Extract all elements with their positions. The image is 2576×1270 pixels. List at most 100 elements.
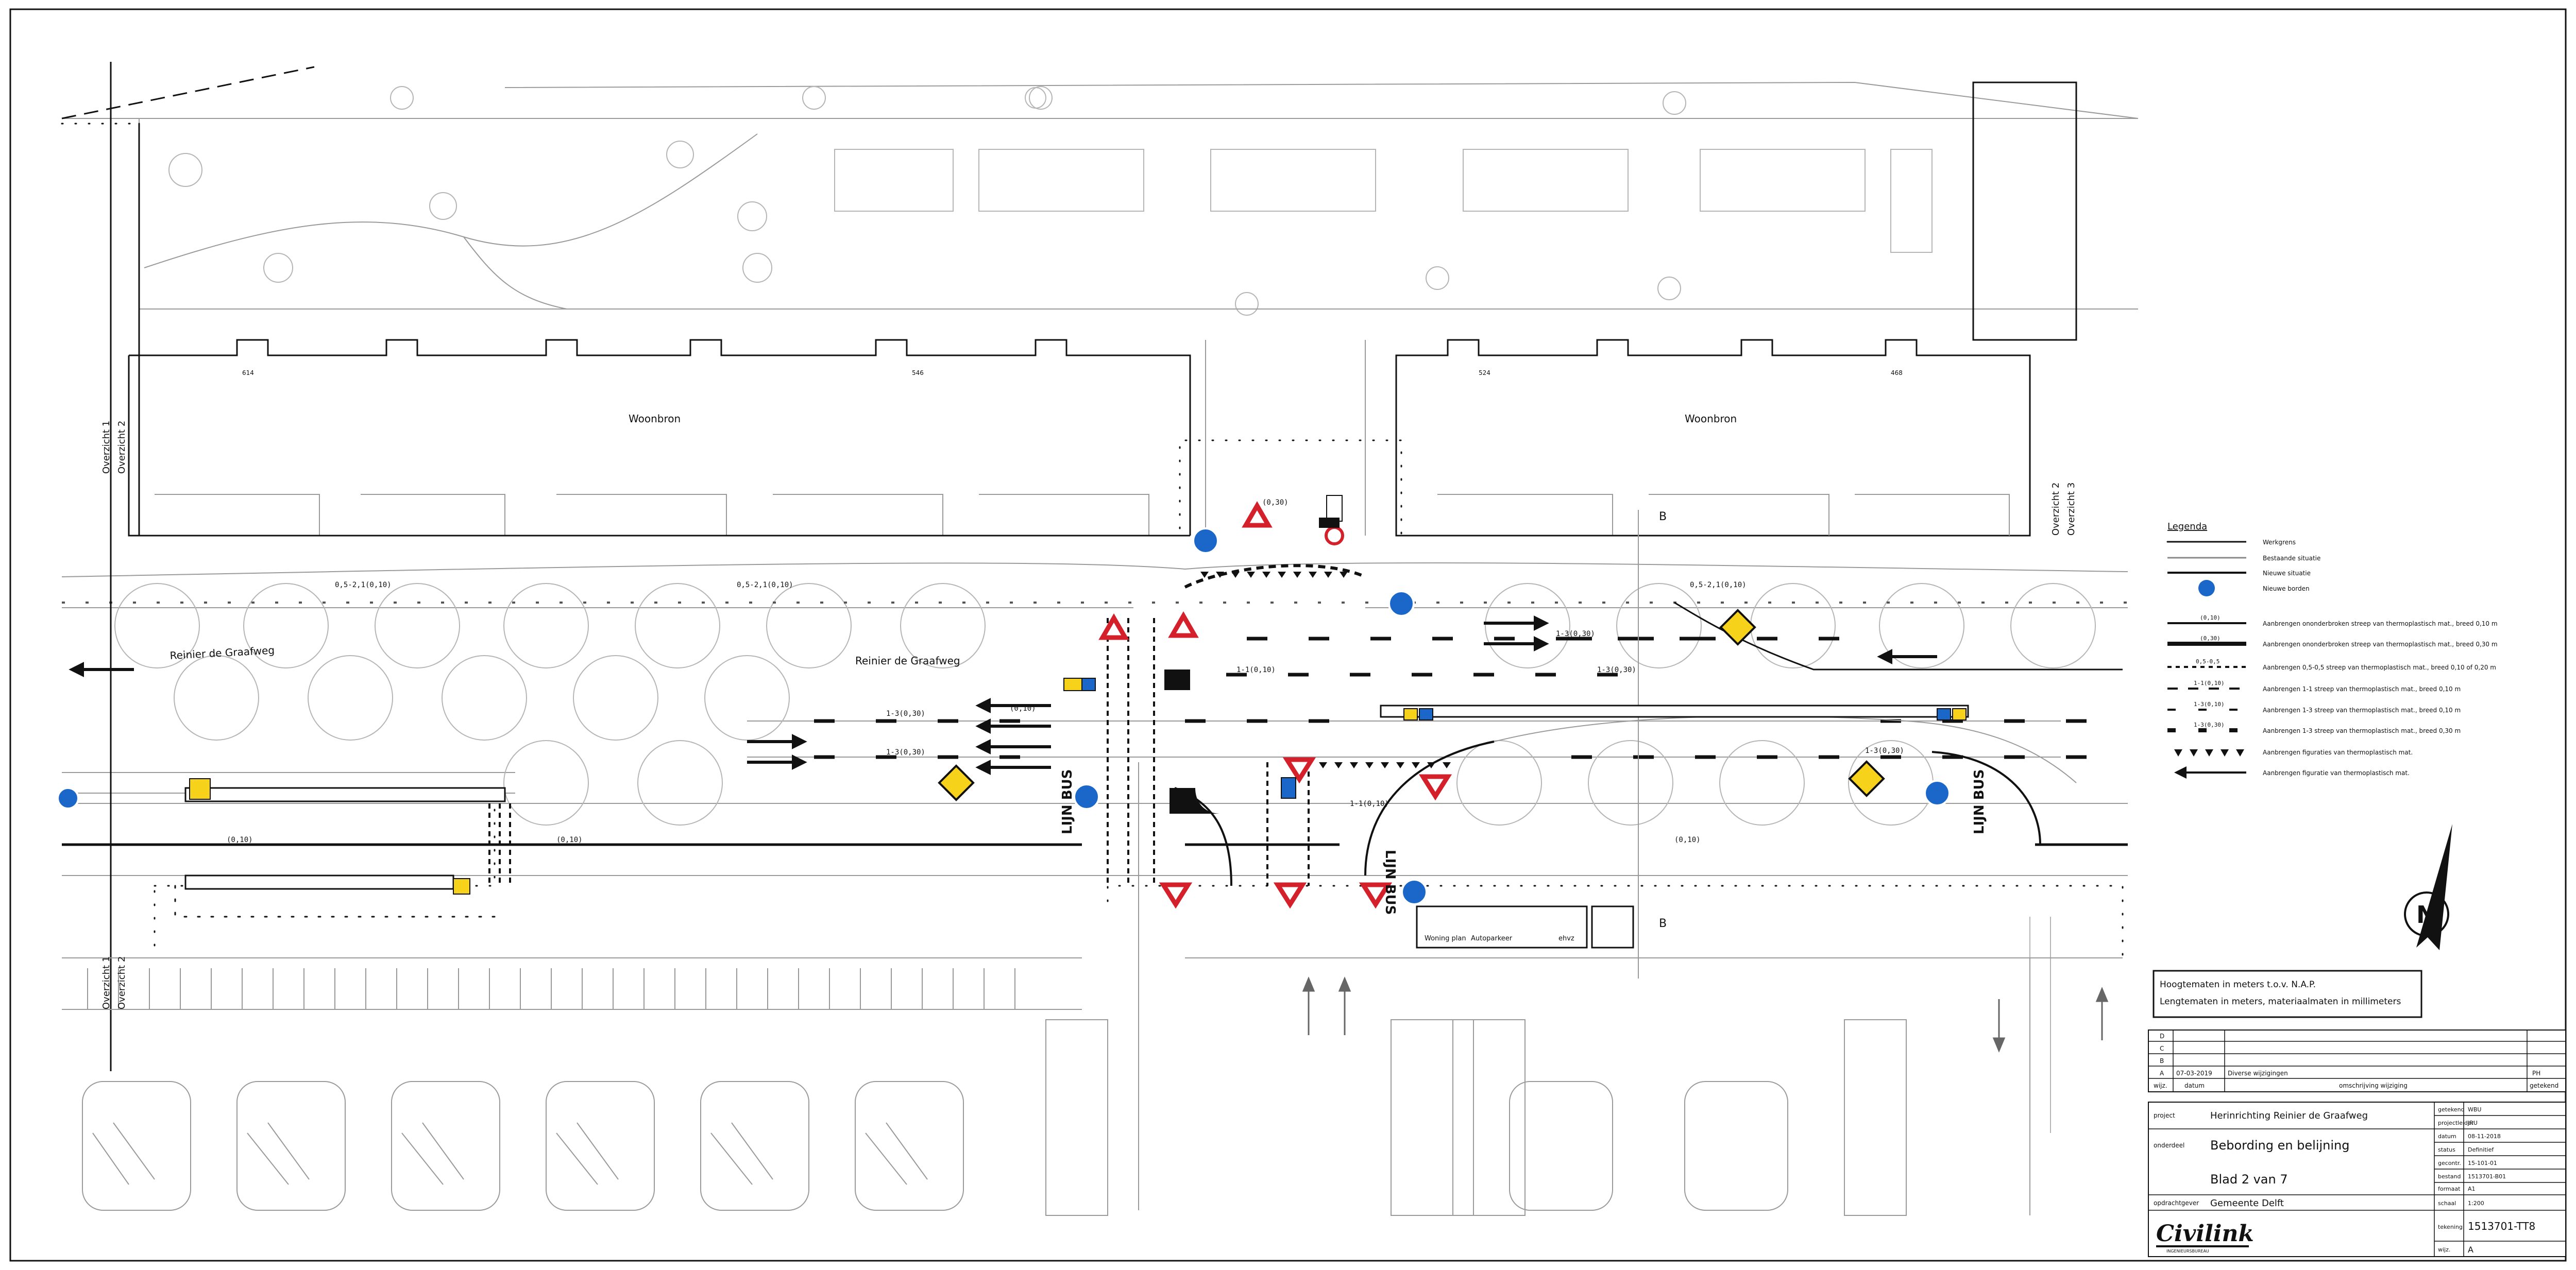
company-sub: INGENIEURSBUREAU [2166, 1249, 2209, 1254]
company-logo: Civilink [2156, 1221, 2254, 1247]
meta-label: status [2438, 1146, 2455, 1153]
meta-value: JRU [2467, 1120, 2478, 1126]
street-label-left: Reinier de Graafweg [170, 644, 275, 662]
overzicht-label: Overzicht 1 [101, 421, 112, 474]
meta-label: schaal [2438, 1200, 2456, 1207]
meta-label: bestand [2438, 1173, 2461, 1180]
rev-by: PH [2532, 1070, 2540, 1077]
wijz-label: wijz. [2438, 1246, 2450, 1253]
project-name: Herinrichting Reinier de Graafweg [2210, 1110, 2368, 1121]
overzicht-label: Overzicht 1 [101, 956, 112, 1009]
plan-labels: Woonbron Woonbron Reinier de Graafweg Re… [101, 369, 2077, 1009]
dimension-label: (0,10) [1674, 836, 1701, 844]
dimension-label: 1-1(0,10) [1350, 800, 1389, 808]
building-label: Woning plan [1425, 935, 1466, 942]
legend-code: 1-3(0,30) [2194, 722, 2225, 728]
section-mark: B [1659, 510, 1667, 523]
meta-value: A1 [2468, 1186, 2476, 1192]
rev-header-desc: omschrijving wijziging [2339, 1082, 2408, 1089]
legend-label: Aanbrengen 0,5-0,5 streep van thermoplas… [2263, 664, 2496, 671]
project-label: project [2154, 1112, 2175, 1119]
tekening-label: tekening [2438, 1224, 2463, 1230]
legend-label: Aanbrengen 1-3 streep van thermoplastisc… [2263, 727, 2461, 734]
area-label-right: Woonbron [1685, 413, 1737, 425]
onderdeel-label: onderdeel [2154, 1142, 2184, 1149]
legend-title: Legenda [2167, 521, 2207, 532]
dimension-label: 0,5-2,1(0,10) [737, 581, 793, 589]
note-line-1: Hoogtematen in meters t.o.v. N.A.P. [2160, 980, 2316, 990]
dimension-label: (0,10) [227, 836, 253, 844]
overzicht-label: Overzicht 2 [2050, 483, 2061, 536]
opdrachtgever-label: opdrachtgever [2154, 1199, 2199, 1207]
dimension-label: (0,10) [556, 836, 583, 844]
meta-label: datum [2438, 1133, 2456, 1140]
rev-header-date: datum [2184, 1082, 2205, 1089]
legend-code: (0,10) [2200, 614, 2221, 621]
dimension-label: (0,10) [1010, 705, 1036, 713]
meta-value: 15-101-01 [2468, 1160, 2497, 1166]
building-label: ehvz [1558, 935, 1574, 942]
legend-label: Werkgrens [2263, 539, 2296, 546]
legend-code: 1-1(0,10) [2194, 680, 2225, 687]
sheet-number: Blad 2 van 7 [2210, 1172, 2288, 1187]
overzicht-label: Overzicht 2 [116, 956, 127, 1009]
legend-label: Bestaande situatie [2263, 555, 2320, 562]
meta-label: gecontr. [2438, 1160, 2461, 1166]
dimension-label: (0,30) [1262, 499, 1289, 507]
legend-code: 0,5-0,5 [2196, 658, 2219, 665]
onderdeel-name: Bebording en belijning [2210, 1138, 2350, 1153]
notes-box: Hoogtematen in meters t.o.v. N.A.P. Leng… [2153, 970, 2422, 1018]
revision-letter: A [2468, 1245, 2473, 1255]
rev-date: 07-03-2019 [2176, 1070, 2212, 1077]
dimension-label: 1-3(0,30) [1865, 747, 1904, 755]
legend: Legenda (0,10) (0,30) 0,5-0,5 1-1(0,10) [2166, 521, 2498, 779]
house-number: 524 [1479, 369, 1490, 376]
dimension-label: 1-3(0,30) [1556, 630, 1595, 638]
meta-label: formaat [2438, 1186, 2461, 1192]
rev-letter: D [2160, 1033, 2164, 1040]
legend-label: Aanbrengen 1-3 streep van thermoplastisc… [2263, 707, 2461, 714]
house-number: 546 [912, 369, 924, 376]
house-number: 614 [242, 369, 254, 376]
dimension-label: 0,5-2,1(0,10) [1690, 581, 1747, 589]
note-line-2: Lengtematen in meters, materiaalmaten in… [2160, 997, 2401, 1007]
drawing-number: 1513701-TT8 [2468, 1220, 2535, 1232]
meta-value: 1:200 [2468, 1200, 2484, 1207]
bus-lane-mark: LIJN BUS [1382, 850, 1398, 915]
north-label: N [2416, 901, 2436, 929]
legend-label: Aanbrengen 1-1 streep van thermoplastisc… [2263, 685, 2461, 693]
dimension-label: 0,5-2,1(0,10) [335, 581, 392, 589]
bus-lane-mark: LIJN BUS [1972, 769, 1987, 834]
legend-label: Aanbrengen figuraties van thermoplastisc… [2263, 749, 2413, 756]
house-number: 468 [1891, 369, 1903, 376]
overzicht-label: Overzicht 3 [2066, 483, 2077, 536]
meta-value: 1513701-B01 [2468, 1173, 2506, 1180]
area-label-left: Woonbron [629, 413, 681, 425]
overzicht-label: Overzicht 2 [116, 421, 127, 474]
meta-value: WBU [2468, 1106, 2481, 1113]
dimension-label: 1-1(0,10) [1236, 666, 1276, 674]
north-arrow: N [2404, 824, 2452, 950]
revisions-table: D C B A 07-03-2019 Diverse wijzigingen P… [2148, 1029, 2566, 1092]
title-block: project Herinrichting Reinier de Graafwe… [2148, 1102, 2566, 1257]
dimension-label: 1-3(0,30) [886, 748, 925, 757]
dimension-label: 1-3(0,30) [886, 710, 925, 718]
meta-value: Definitief [2468, 1146, 2494, 1153]
section-mark: B [1659, 917, 1667, 930]
street-label-center: Reinier de Graafweg [855, 655, 960, 667]
legend-code: 1-3(0,10) [2194, 701, 2225, 708]
legend-label: Aanbrengen ononderbroken streep van ther… [2263, 620, 2498, 627]
meta-label: getekend [2438, 1106, 2465, 1113]
rev-header-by: getekend [2530, 1082, 2558, 1089]
meta-value: 08-11-2018 [2468, 1133, 2501, 1140]
rev-letter: C [2160, 1045, 2164, 1052]
bus-lane-mark: LIJN BUS [1060, 769, 1075, 834]
legend-label: Nieuwe situatie [2263, 570, 2311, 577]
legend-code: (0,30) [2200, 635, 2221, 642]
legend-label: Aanbrengen figuratie van thermoplastisch… [2263, 769, 2410, 777]
building-label: Autoparkeer [1471, 935, 1513, 942]
legend-label: Aanbrengen ononderbroken streep van ther… [2263, 641, 2498, 648]
rev-letter: B [2160, 1057, 2164, 1065]
opdrachtgever-name: Gemeente Delft [2210, 1198, 2284, 1209]
